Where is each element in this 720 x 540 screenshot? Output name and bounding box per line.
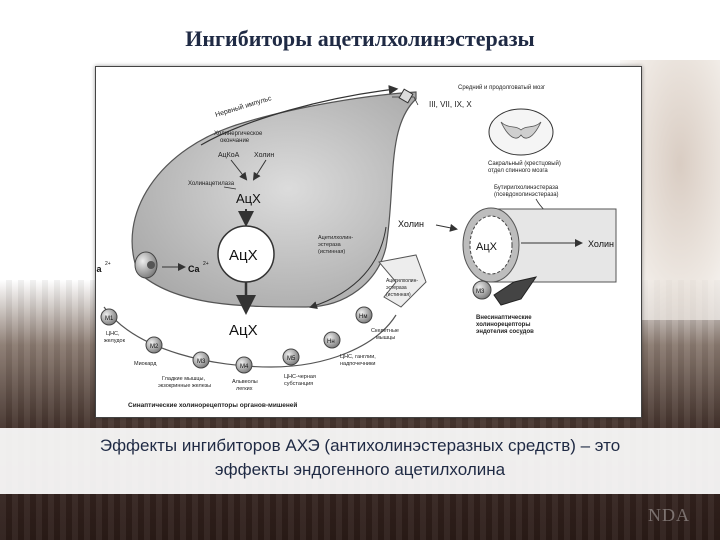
ach-text-3: АцХ xyxy=(229,322,258,339)
svg-text:экзокринные железы: экзокринные железы xyxy=(158,383,211,389)
ach-text-1: АцХ xyxy=(236,191,261,206)
receptor-m4: M4 Альвеолы легких xyxy=(232,356,258,392)
cholinergic-ending-label-1: Холинергическое xyxy=(214,131,263,137)
ca-outer-charge: 2+ xyxy=(105,261,111,267)
acetyl-coa-label: АцКоА xyxy=(218,152,240,159)
diagram-svg: Нервный импульс Холинергическое окончани… xyxy=(90,84,617,409)
calcium-channel-pore xyxy=(147,261,155,269)
extrasynaptic-label-3: эндотелия сосудов xyxy=(476,329,534,335)
extrasynaptic-label-1: Внесинаптические xyxy=(476,315,532,321)
svg-text:Hм: Hм xyxy=(359,314,367,320)
endothelial-cell xyxy=(493,276,538,306)
svg-text:легких: легких xyxy=(236,386,253,392)
caption-line-2: эффекты эндогенного ацетилхолина xyxy=(214,460,506,479)
cranial-ganglion xyxy=(398,88,414,104)
brainstem-label: Средний и продолговатый мозг xyxy=(458,84,546,91)
butyryl-label-2: (псевдохолинэстераза) xyxy=(494,192,559,198)
postsynaptic-membrane xyxy=(103,306,397,368)
svg-text:Скелетные: Скелетные xyxy=(371,328,399,334)
svg-text:ЦНС, ганглии,: ЦНС, ганглии, xyxy=(340,354,376,360)
receptor-m3: M3 Гладкие мышцы, экзокринные железы xyxy=(158,351,211,389)
svg-text:M5: M5 xyxy=(287,356,296,362)
endothelial-m3-receptor xyxy=(472,280,492,300)
ache-true-b-label-2: эстераза xyxy=(386,285,407,291)
ache-true-label-3: (истинная) xyxy=(318,249,345,255)
choline-top-label: Холин xyxy=(254,152,274,159)
receptor-m1: M1 ЦНС, желудок xyxy=(100,308,126,344)
ache-true-b-label-1: Ацетилхолин- xyxy=(386,278,418,284)
cranial-nerves-label: III, VII, IX, X xyxy=(429,100,472,109)
ca-inner-charge: 2+ xyxy=(203,261,209,267)
receptor-m5: M5 ЦНС-черная субстанция xyxy=(282,348,316,387)
choline-acetylase-label: Холинацетилаза xyxy=(188,181,235,187)
choline-to-vessel-arrow xyxy=(435,223,458,232)
svg-text:M1: M1 xyxy=(105,316,114,322)
svg-text:надпочечники: надпочечники xyxy=(340,361,375,367)
svg-text:ЦНС-черная: ЦНС-черная xyxy=(284,374,316,380)
choline-reuptake-arrow xyxy=(309,226,387,309)
svg-text:Гладкие мышцы,: Гладкие мышцы, xyxy=(162,376,205,382)
ache-mechanism-diagram: Нервный импульс Холинергическое окончани… xyxy=(90,66,642,418)
spinal-cord-section xyxy=(488,108,554,156)
svg-text:ЦНС,: ЦНС, xyxy=(106,331,120,337)
choline-acetylase-arrow xyxy=(223,186,237,190)
svg-text:Hн: Hн xyxy=(327,339,335,345)
ca-outer-label: Ca xyxy=(96,264,102,274)
ach-text-2: АцХ xyxy=(229,247,258,264)
cholinergic-terminal-shape xyxy=(131,91,417,308)
choline-mid-label: Холин xyxy=(398,219,424,229)
svg-text:M3: M3 xyxy=(197,359,206,365)
svg-text:M4: M4 xyxy=(240,364,249,370)
synaptic-receptors-caption: Синаптические холинорецепторы органов-ми… xyxy=(128,401,297,409)
ache-enzyme-shape xyxy=(378,254,427,308)
slide-title: Ингибиторы ацетилхолинэстеразы xyxy=(185,26,535,51)
cholinergic-ending-label-2: окончание xyxy=(220,138,250,144)
calcium-channel xyxy=(134,251,158,279)
svg-text:Альвеолы: Альвеолы xyxy=(232,379,258,385)
endothelial-m3-label: M3 xyxy=(476,289,485,295)
choline-top-arrow xyxy=(252,159,267,181)
nerve-impulse-arrow xyxy=(200,85,399,146)
receptor-hm: Hм Скелетные мышцы xyxy=(355,306,399,341)
caption-band xyxy=(0,428,720,494)
watermark-logo: NDA xyxy=(648,505,690,525)
sacral-label-1: Сакральный (крестцовый) xyxy=(488,160,561,167)
sacral-label-2: отдел спинного мозга xyxy=(488,168,548,174)
nerve-impulse-label: Нервный импульс xyxy=(214,94,273,119)
ache-true-b-label-3: (истинная) xyxy=(386,292,411,298)
svg-text:желудок: желудок xyxy=(104,338,126,344)
choline-right-label: Холин xyxy=(588,239,614,249)
receptor-m2: M2 Миокард xyxy=(134,336,163,367)
ache-true-label-2: эстераза xyxy=(318,242,342,248)
extrasynaptic-label-2: холинорецепторы xyxy=(476,322,530,328)
ach-vessel-text: АцХ xyxy=(476,241,498,253)
svg-text:мышцы: мышцы xyxy=(376,335,395,341)
ca-inner-label: Ca xyxy=(188,264,200,274)
svg-text:Миокард: Миокард xyxy=(134,361,157,367)
slide-caption: Эффекты ингибиторов АХЭ (антихолинэстера… xyxy=(0,434,720,482)
caption-line-1: Эффекты ингибиторов АХЭ (антихолинэстера… xyxy=(99,436,621,455)
receptor-hn: Hн ЦНС, ганглии, надпочечники xyxy=(323,331,376,367)
svg-text:M2: M2 xyxy=(150,344,159,350)
svg-text:субстанция: субстанция xyxy=(284,381,313,387)
butyryl-label-1: Бутирилхолинэстераза xyxy=(494,185,559,191)
blood-vessel xyxy=(462,207,617,283)
ache-true-label-1: Ацетилхолин- xyxy=(318,235,353,241)
acetyl-coa-arrow xyxy=(230,159,248,181)
